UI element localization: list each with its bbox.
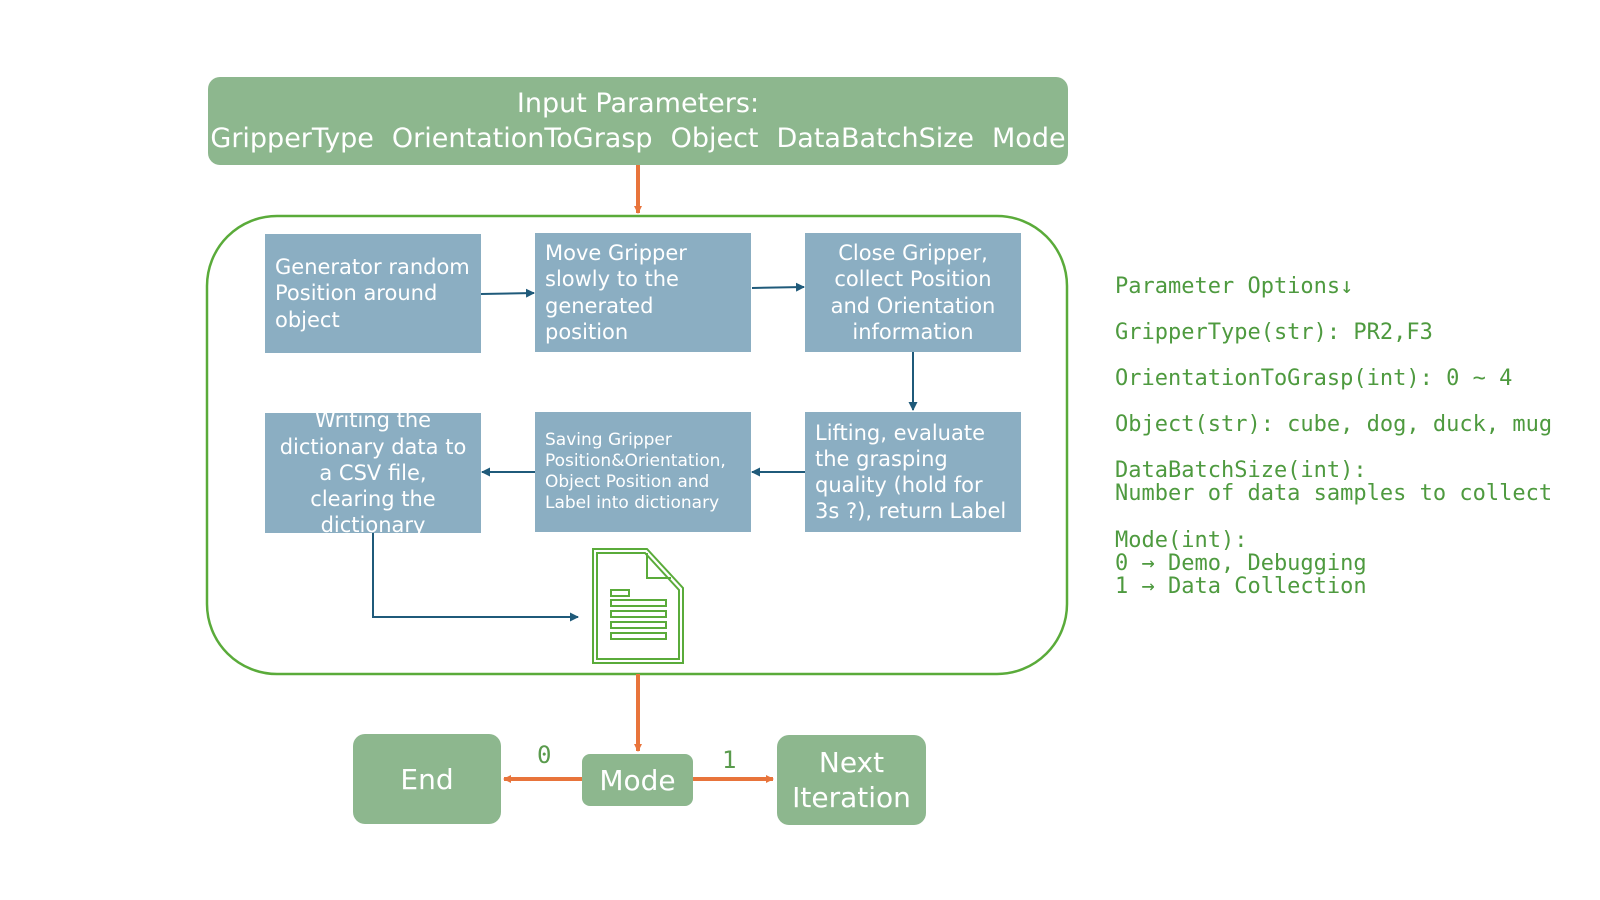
param-orientation-to-grasp: OrientationToGrasp [391, 123, 653, 154]
edge-label-zero: 0 [537, 741, 552, 769]
step-save-label: Saving Gripper Position&Orientation, Obj… [545, 429, 726, 514]
option-batch-desc: Number of data samples to collect [1115, 481, 1553, 507]
option-object: Object(str): cube, dog, duck, mug [1115, 412, 1553, 438]
step-save-dictionary: Saving Gripper Position&Orientation, Obj… [535, 412, 751, 532]
input-parameters-list: GripperType OrientationToGrasp Object Da… [210, 121, 1065, 156]
option-batch-title: DataBatchSize(int): [1115, 458, 1367, 484]
step-lift-label: Lifting, evaluate the grasping quality (… [815, 420, 1007, 524]
option-mode-zero: 0 → Demo, Debugging [1115, 550, 1367, 576]
options-heading: Parameter Options↓ [1115, 274, 1354, 299]
input-parameters-title: Input Parameters: [516, 87, 760, 119]
next-iteration-box: Next Iteration [777, 735, 926, 825]
step-close-label: Close Gripper, collect Position and Orie… [830, 241, 996, 344]
arrow-write-to-document [372, 533, 579, 622]
param-gripper-type: GripperType [210, 123, 374, 154]
edge-label-one: 1 [722, 746, 737, 774]
end-label: End [400, 762, 454, 796]
step-generate-position: Generator random Position around object [265, 234, 481, 353]
step-generate-label: Generator random Position around object [275, 255, 470, 332]
step-close-gripper: Close Gripper, collect Position and Orie… [805, 233, 1021, 352]
next-iteration-label: Next Iteration [792, 746, 911, 814]
mode-box: Mode [582, 754, 693, 806]
parameter-options-panel: Parameter Options↓ GripperType(str): PR2… [1115, 275, 1600, 598]
step-move-label: Move Gripper slowly to the generated pos… [545, 241, 687, 344]
mode-label: Mode [599, 763, 676, 797]
option-mode-title: Mode(int): [1115, 527, 1248, 553]
param-data-batch-size: DataBatchSize [776, 123, 975, 154]
step-write-label: Writing the dictionary data to a CSV fil… [279, 408, 467, 538]
step-write-csv: Writing the dictionary data to a CSV fil… [265, 408, 481, 537]
param-object: Object [670, 123, 759, 154]
input-parameters-box: Input Parameters: GripperType Orientatio… [208, 77, 1068, 165]
arrow-move-to-close [751, 282, 805, 292]
document-icon [592, 548, 684, 664]
step-move-gripper: Move Gripper slowly to the generated pos… [535, 233, 751, 352]
arrow-generate-to-move [480, 288, 535, 298]
param-mode: Mode [992, 123, 1066, 154]
option-orientation: OrientationToGrasp(int): 0 ~ 4 [1115, 366, 1513, 392]
option-gripper-type: GripperType(str): PR2,F3 [1115, 320, 1433, 346]
option-mode-one: 1 → Data Collection [1115, 573, 1367, 599]
end-box: End [353, 734, 501, 824]
step-lift-evaluate: Lifting, evaluate the grasping quality (… [805, 412, 1021, 532]
